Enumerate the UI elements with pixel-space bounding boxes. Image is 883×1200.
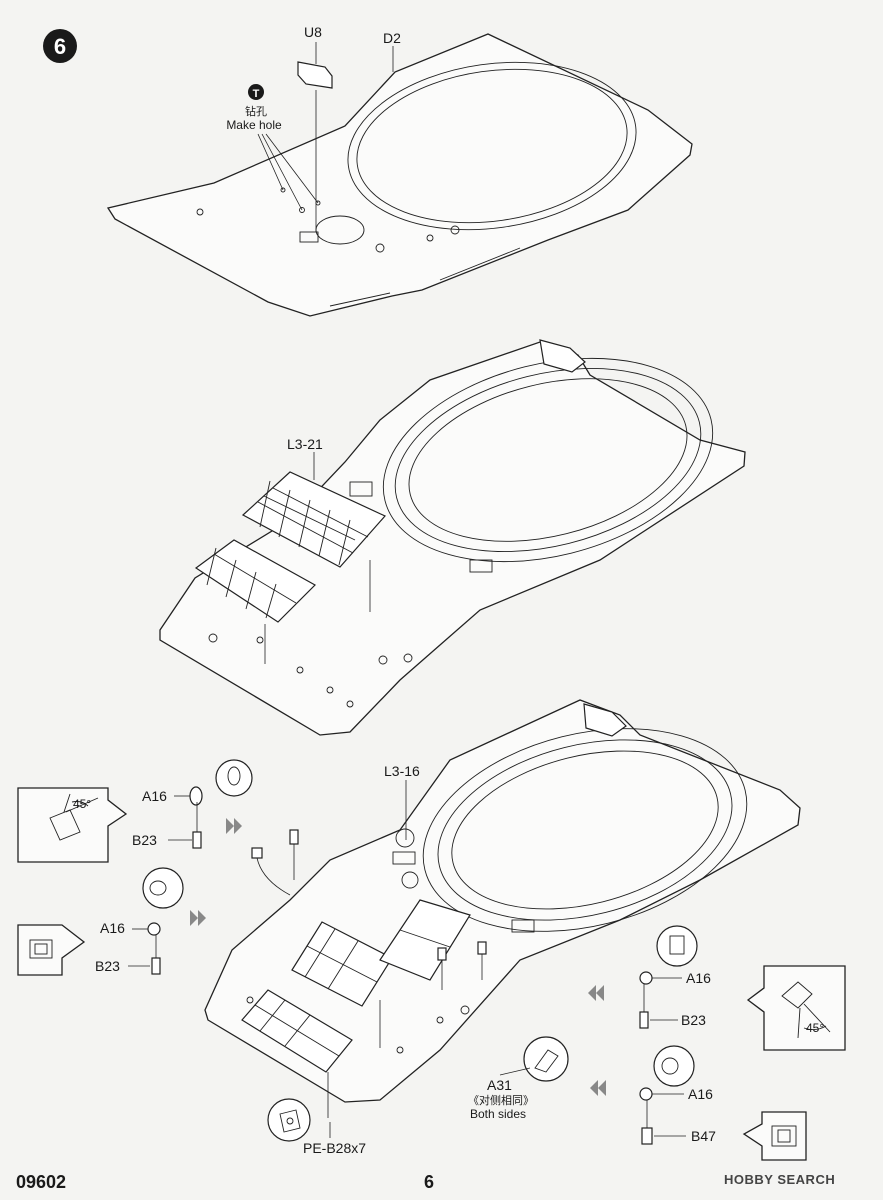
kit-number: 09602 bbox=[16, 1172, 67, 1192]
label-a16-upper-right: A16 bbox=[686, 970, 711, 986]
label-a16-lower-left: A16 bbox=[100, 920, 125, 936]
part-b23-upper-left bbox=[168, 802, 202, 849]
angle-detail-box-left bbox=[17, 787, 128, 863]
direction-arrow-icon bbox=[190, 818, 606, 1096]
page-number: 6 bbox=[424, 1172, 435, 1192]
both-sides-cn: 《对侧相同》 bbox=[468, 1093, 534, 1107]
svg-text:T: T bbox=[253, 88, 260, 100]
label-b23-upper-left: B23 bbox=[132, 832, 157, 848]
part-b47 bbox=[641, 1100, 686, 1145]
part-pe-b28-callout bbox=[267, 1098, 331, 1142]
step-number: 6 bbox=[54, 34, 66, 59]
both-sides-en: Both sides bbox=[470, 1107, 526, 1121]
label-a16-lower-right: A16 bbox=[688, 1086, 713, 1102]
part-a16-upper-left bbox=[174, 759, 253, 806]
label-b23-lower-left: B23 bbox=[95, 958, 120, 974]
part-a31-callout bbox=[499, 1036, 569, 1082]
label-u8: U8 bbox=[304, 24, 322, 40]
part-a16-lower-right bbox=[639, 1045, 695, 1101]
label-b47: B47 bbox=[691, 1128, 716, 1144]
label-pe-b28: PE-B28x7 bbox=[303, 1140, 366, 1156]
label-a31: A31 bbox=[487, 1077, 512, 1093]
angle-detail-box-right bbox=[746, 965, 846, 1051]
part-a16-upper-right bbox=[639, 925, 698, 985]
label-a16-upper-left: A16 bbox=[142, 788, 167, 804]
part-a16-lower-left bbox=[132, 867, 184, 936]
hull-middle-assembly bbox=[159, 339, 746, 736]
part-u8 bbox=[297, 42, 333, 232]
label-b23-right: B23 bbox=[681, 1012, 706, 1028]
part-b23-right bbox=[639, 984, 678, 1029]
angle-label-left: 45° bbox=[73, 797, 91, 811]
hull-pins bbox=[251, 829, 487, 990]
part-l3-21-grid bbox=[194, 452, 386, 664]
label-d2: D2 bbox=[383, 30, 401, 46]
orientation-detail-box-left bbox=[17, 924, 86, 976]
make-hole-en: Make hole bbox=[226, 118, 282, 132]
part-b23-lower-left bbox=[128, 935, 161, 975]
watermark: HOBBY SEARCH bbox=[724, 1172, 836, 1187]
hull-top-plate-d2 bbox=[106, 33, 693, 317]
part-l3-16-grid bbox=[241, 780, 471, 1118]
label-l3-21: L3-21 bbox=[287, 436, 323, 452]
step-badge: 6 bbox=[43, 29, 77, 63]
label-l3-16: L3-16 bbox=[384, 763, 420, 779]
make-hole-cn: 钻孔 bbox=[245, 104, 267, 118]
drill-icon: T bbox=[248, 84, 264, 100]
angle-label-right: 45° bbox=[806, 1021, 824, 1035]
orientation-detail-box-right bbox=[742, 1111, 807, 1161]
